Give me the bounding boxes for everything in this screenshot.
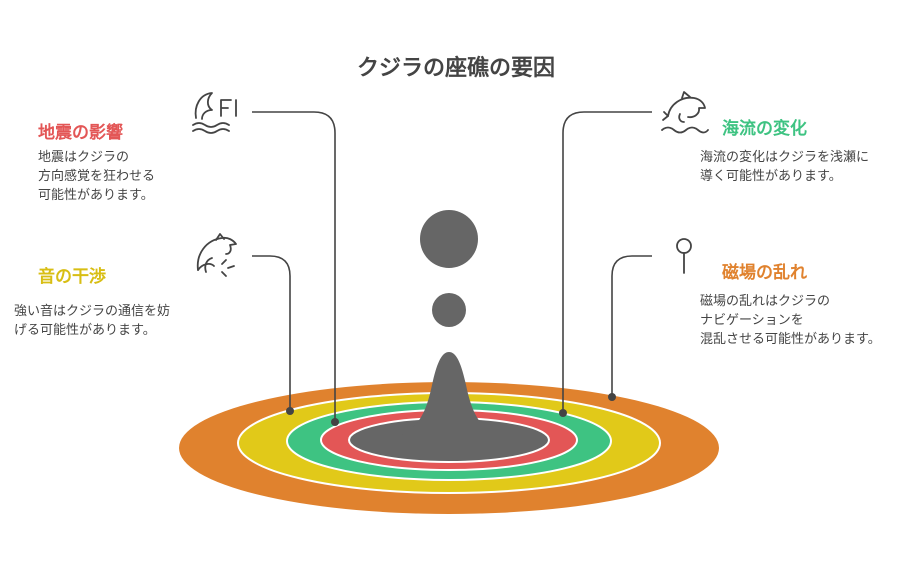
splash-peak xyxy=(375,352,523,442)
droplet-small xyxy=(432,293,466,327)
desc-sound: 強い音はクジラの通信を妨 げる可能性があります。 xyxy=(14,304,171,338)
wave-icon xyxy=(192,92,237,134)
pin-icon xyxy=(676,238,692,274)
heading-current: 海流の変化 xyxy=(722,119,807,139)
connector-dot-sound xyxy=(286,407,294,415)
desc-earthquake: 地震はクジラの 方向感覚を狂わせる 可能性があります。 xyxy=(38,150,156,203)
connector-dot-current xyxy=(559,409,567,417)
desc-current: 海流の変化はクジラを浅瀬に 導く可能性があります。 xyxy=(700,150,870,184)
connector-earthquake xyxy=(252,111,336,420)
heading-sound: 音の干渉 xyxy=(38,267,106,287)
desc-magnetic: 磁場の乱れはクジラの ナビゲーションを 混乱させる可能性があります。 xyxy=(700,294,881,347)
connector-dot-magnetic xyxy=(608,393,616,401)
dolphin-wave-icon xyxy=(661,91,709,134)
heading-magnetic: 磁場の乱れ xyxy=(722,263,807,283)
connector-magnetic xyxy=(611,255,652,396)
page-title: クジラの座礁の要因 xyxy=(356,56,555,81)
connector-current xyxy=(562,111,652,412)
connector-dot-earthquake xyxy=(331,418,339,426)
droplet-large xyxy=(420,210,478,268)
connector-sound xyxy=(252,255,291,410)
heading-earthquake: 地震の影響 xyxy=(38,123,123,143)
dolphin-splash-icon xyxy=(196,233,237,277)
